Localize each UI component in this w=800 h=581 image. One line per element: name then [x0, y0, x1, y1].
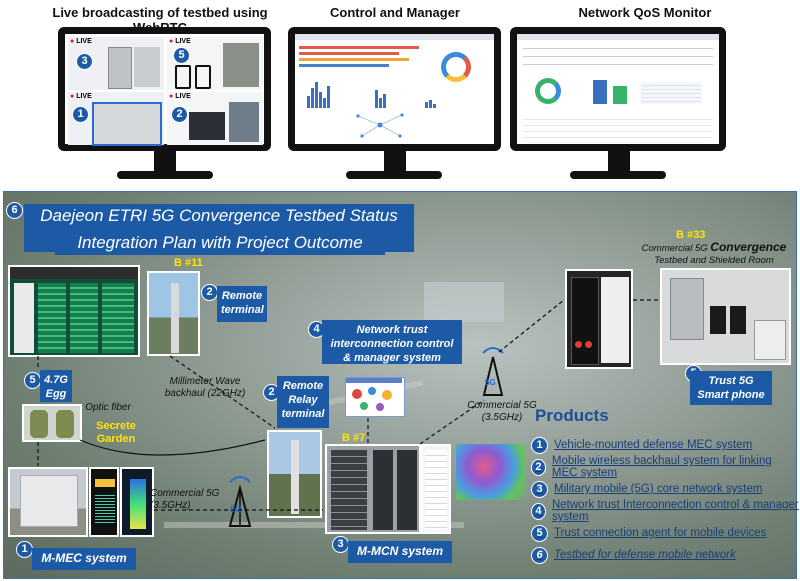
network-graph	[356, 113, 404, 138]
monitor-control	[288, 27, 501, 151]
product-number: 1	[531, 436, 548, 454]
relay-terminal-photo	[267, 430, 322, 518]
live-cell-top-left: ● LIVE 3	[68, 37, 164, 90]
product-number: 3	[531, 480, 548, 498]
convergence-line2: Testbed and Shielded Room	[654, 255, 774, 266]
product-number: 2	[531, 458, 546, 476]
bar-histogram	[307, 82, 436, 108]
mmcn-label: M-MCN system	[348, 541, 452, 563]
live-cell-bottom-right: ● LIVE 2	[167, 92, 263, 145]
qos-bar	[593, 80, 607, 104]
product-item-2: 2 Mobile wireless backhaul system for li…	[531, 455, 800, 479]
product-item-1: 1 Vehicle-mounted defense MEC system	[531, 436, 752, 454]
live-badge: LIVE	[76, 93, 92, 100]
convergence-line1: Commercial 5G	[641, 243, 708, 254]
product-text: Trust connection agent for mobile device…	[554, 527, 767, 539]
monitor-qos	[510, 27, 726, 151]
relay-label: Remote Relay terminal	[277, 376, 329, 428]
live-badge: LIVE	[175, 93, 191, 100]
product-text: Mobile wireless backhaul system for link…	[551, 455, 772, 479]
product-item-6: 6 Testbed for defense mobile network	[531, 546, 736, 564]
coverage-heatmap	[456, 444, 526, 500]
product-text: Vehicle-mounted defense MEC system	[554, 439, 753, 451]
remote-terminal-photo	[147, 271, 200, 356]
smartphone-screens-photo	[565, 269, 633, 369]
qos-bar	[613, 86, 627, 104]
convergence-caption: Commercial 5G Convergence Testbed and Sh…	[630, 241, 798, 267]
egg-label: 4.7G Egg	[40, 370, 72, 402]
monitor-title-control: Control and Manager	[329, 5, 460, 20]
secrete-garden-label: Secrete Garden	[96, 420, 136, 445]
product-number: 6	[531, 546, 548, 564]
mmcn-console-photo	[421, 444, 451, 534]
egg-device-photo	[22, 404, 82, 442]
cell-number: 2	[171, 106, 188, 123]
mmec-ui-photo	[89, 467, 119, 537]
donut-chart	[441, 52, 471, 82]
product-text: Testbed for defense mobile network	[554, 549, 736, 561]
dashboard-icon	[345, 377, 405, 417]
product-text: Military mobile (5G) core network system	[554, 483, 763, 495]
cell-number: 3	[76, 53, 93, 70]
network-trust-label: Network trust interconnection control & …	[322, 320, 462, 364]
mmec-vehicle-photo	[8, 467, 88, 537]
mmcn-rack-photo	[325, 444, 421, 534]
svg-text:5G: 5G	[485, 378, 496, 387]
remote-terminal-label: Remote terminal	[217, 286, 267, 322]
mmec-spectrum-photo	[120, 467, 154, 537]
shielded-room-photo	[660, 268, 791, 365]
product-item-5: 5 Trust connection agent for mobile devi…	[531, 524, 766, 542]
monitor-base	[346, 171, 442, 179]
product-item-4: 4 Network trust Interconnection control …	[531, 499, 800, 523]
product-item-3: 3 Military mobile (5G) core network syst…	[531, 480, 762, 498]
building-label-b11: B #11	[174, 257, 203, 269]
monitor-base	[570, 171, 666, 179]
svg-text:5G: 5G	[230, 504, 242, 514]
5g-antenna-icon: 5G	[228, 476, 252, 527]
trust-phone-label: Trust 5G Smart phone	[690, 371, 772, 405]
page-title-line2: Integration Plan with Project Outcome	[55, 231, 385, 255]
live-badge: LIVE	[175, 38, 191, 45]
commercial-5g-low-label: Commercial 5G (3.5GHz)	[467, 400, 537, 423]
live-cell-bottom-left: ● LIVE 1	[68, 92, 164, 146]
product-number: 5	[531, 524, 548, 542]
monitor-stand	[154, 151, 176, 173]
commercial-5g-mid-label: Commercial 5G (3.5GHz)	[150, 488, 220, 511]
products-title: Products	[535, 406, 609, 425]
live-badge: LIVE	[76, 38, 92, 45]
monitor-base	[117, 171, 213, 179]
title-number: 6	[6, 202, 23, 219]
cell-number: 1	[72, 106, 89, 123]
live-cell-top-right: ● LIVE 5	[167, 37, 263, 90]
mmec-label: M-MEC system	[32, 548, 136, 570]
qos-donut	[535, 78, 561, 104]
monitor-webrtc: ● LIVE 3 ● LIVE 5 ● LIVE 1 ● LIVE 2	[58, 27, 271, 151]
optic-fiber-label: Optic fiber	[85, 402, 131, 413]
product-text: Network trust Interconnection control & …	[551, 499, 799, 523]
building-label-right: B #33	[676, 229, 706, 241]
cell-number: 5	[173, 47, 190, 64]
5g-tower-icon: 5G	[482, 347, 504, 396]
mmwave-label: Millimeter Wave backhaul (22GHz)	[164, 376, 246, 399]
product-number: 4	[531, 502, 546, 520]
rack-monitor-photo	[8, 265, 140, 357]
monitor-stand	[608, 151, 630, 173]
building-label-b7: B #7	[342, 432, 366, 444]
monitor-title-qos: Network QoS Monitor	[578, 5, 712, 20]
convergence-bold: Convergence	[710, 240, 787, 254]
monitor-stand	[384, 151, 406, 173]
